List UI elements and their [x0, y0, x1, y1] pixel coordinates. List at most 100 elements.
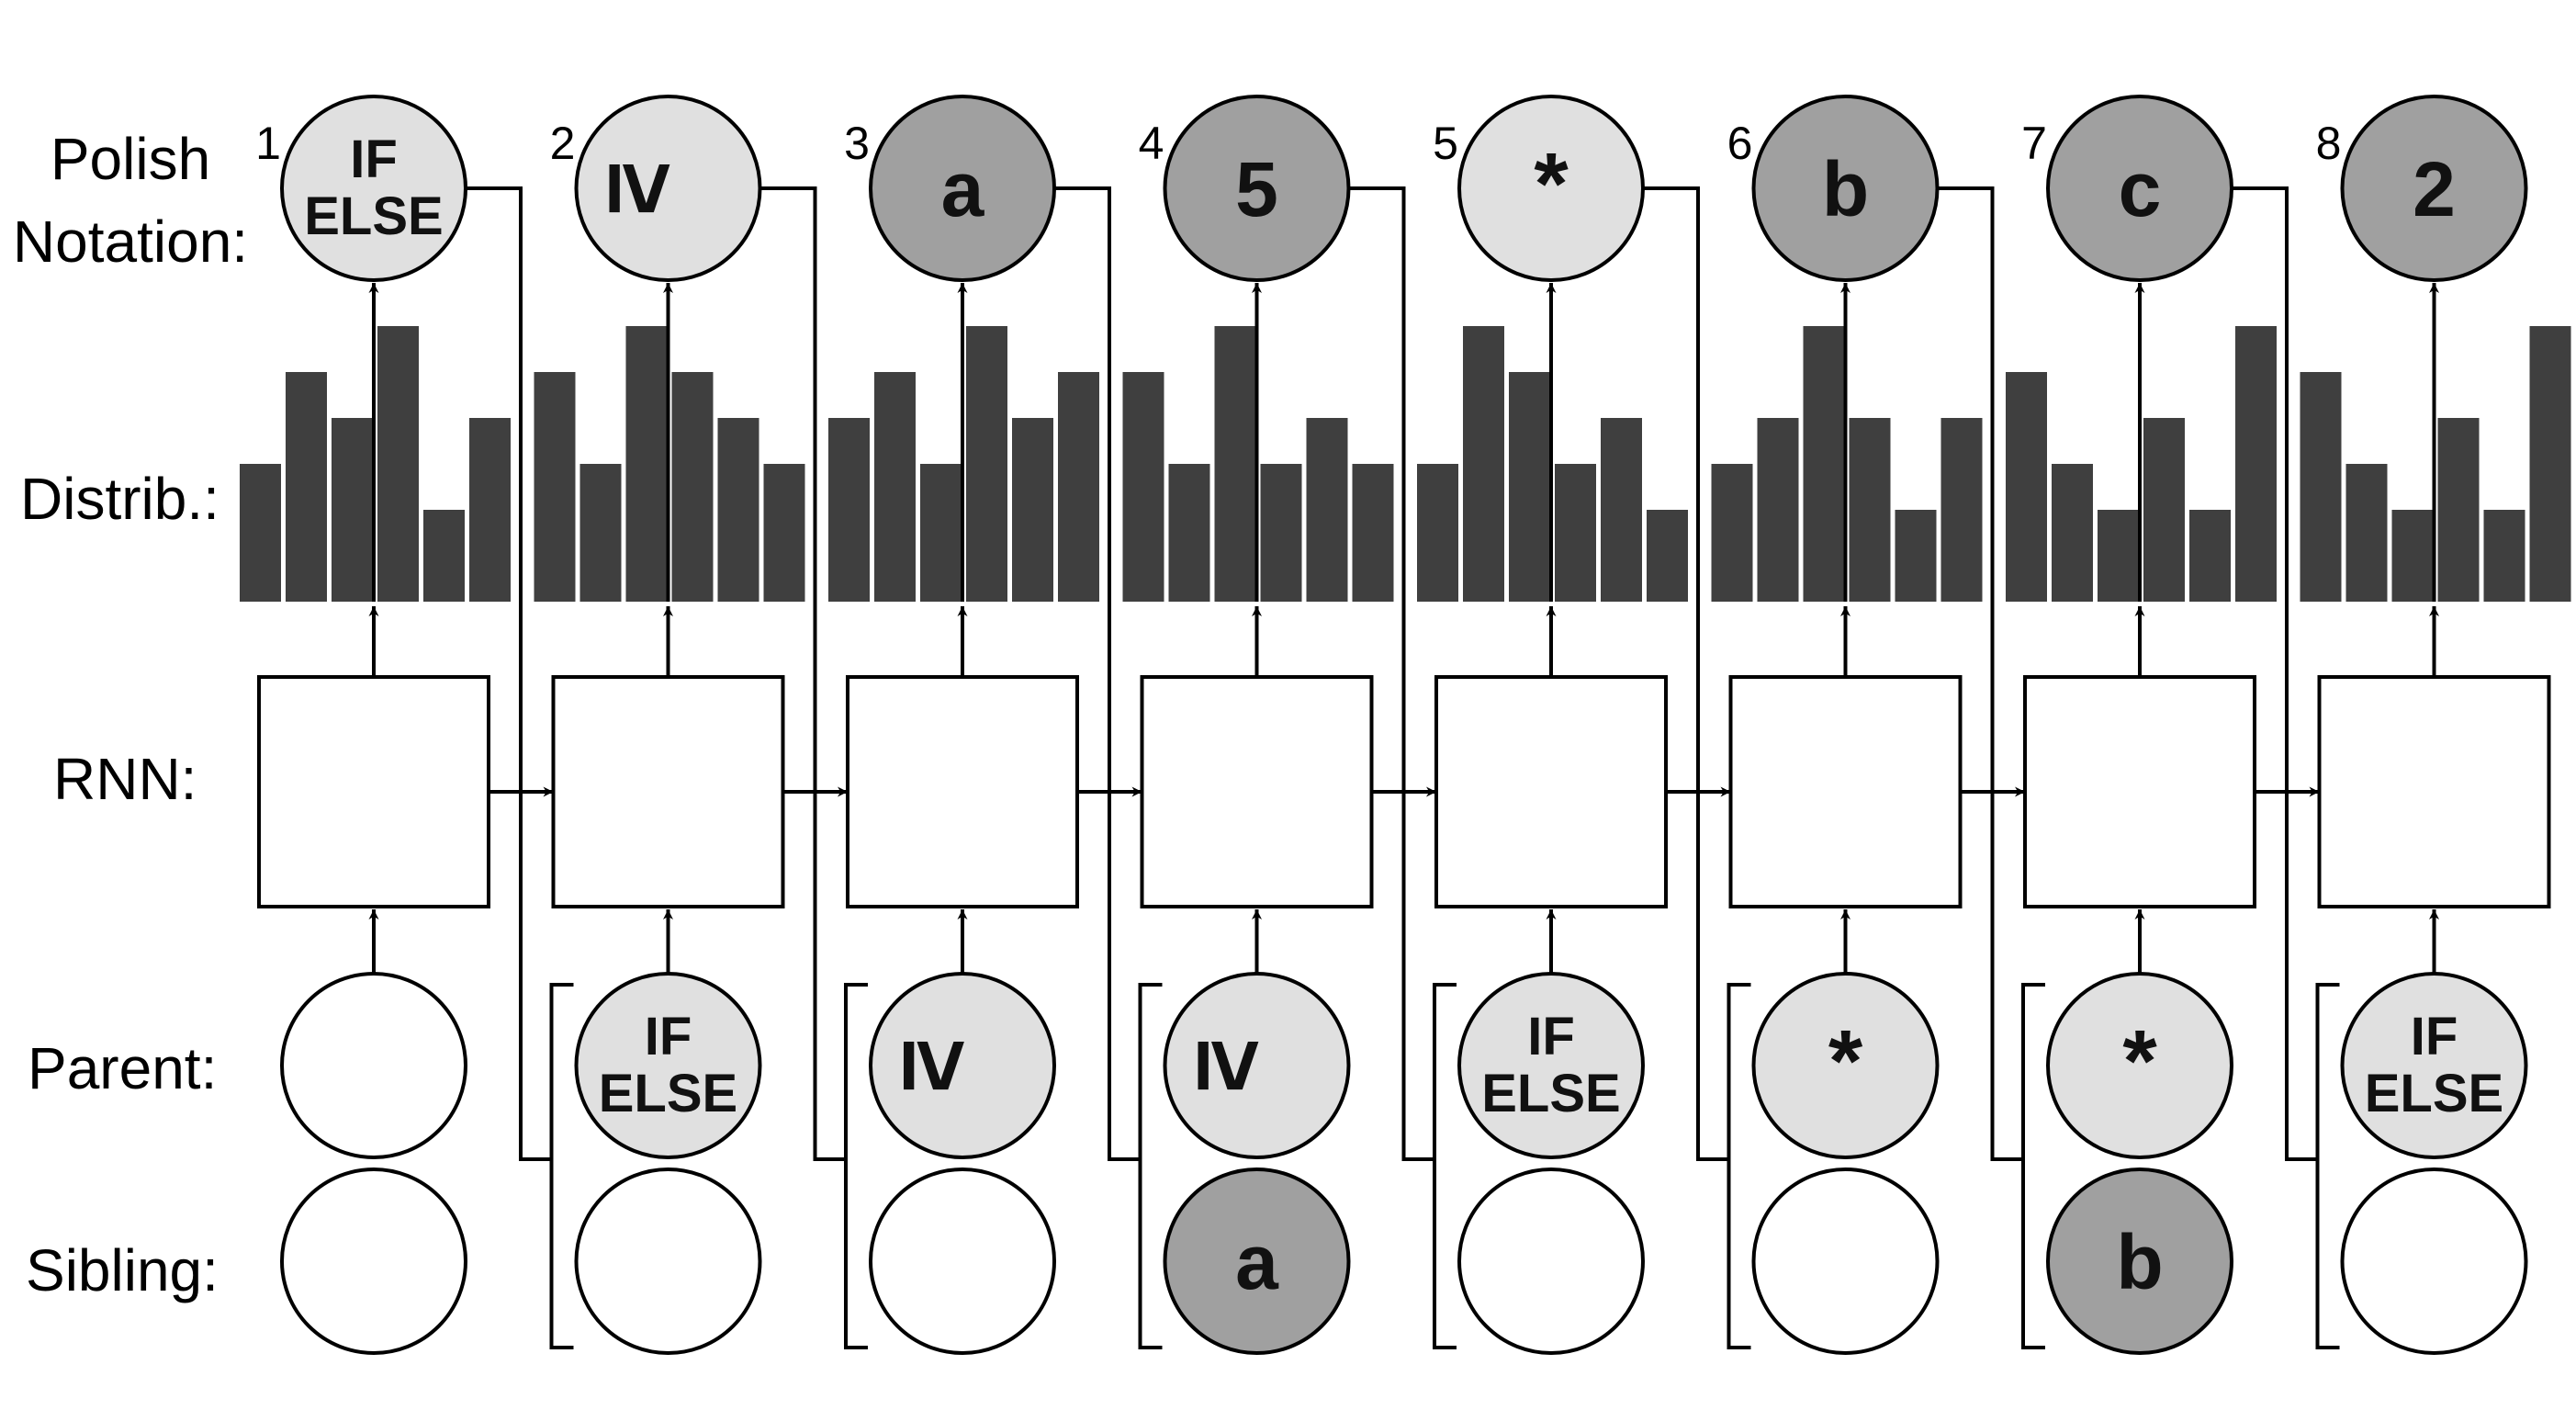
polish-notation-label-line1: Polish: [51, 126, 210, 192]
step-number: 5: [1433, 118, 1458, 169]
parent-token-label: ≥: [1177, 1039, 1284, 1091]
distribution-bar: [1601, 418, 1642, 602]
distribution-bar: [1849, 418, 1891, 602]
output-token-label: ≥: [589, 162, 695, 214]
parent-token-label: *: [1828, 1012, 1863, 1111]
token-feed-wire: [1348, 186, 1434, 1161]
distribution-bar: [1260, 464, 1302, 602]
rnn-cell: [257, 675, 490, 908]
distribution-bar: [2235, 326, 2277, 602]
distribution-bar: [2391, 510, 2434, 602]
parent-node: [574, 972, 762, 1159]
input-bracket: [1433, 983, 1457, 1349]
distribution-bar: [1214, 326, 1256, 602]
distribution-bar: [2143, 418, 2185, 602]
distribution-bar: [966, 326, 1007, 602]
output-token-node: [2340, 95, 2528, 282]
sibling-node: [280, 1167, 467, 1355]
distribution-bar: [1417, 464, 1458, 602]
output-token-label: *: [1534, 135, 1569, 233]
distribution-bar: [2529, 326, 2571, 602]
distribution-bar: [1168, 464, 1210, 602]
input-bracket: [2315, 983, 2340, 1349]
distribution-bar: [1895, 510, 1937, 602]
distribution-bar: [332, 418, 373, 602]
distribution-bar: [2052, 464, 2093, 602]
token-feed-wire: [466, 186, 552, 1161]
polish-notation-label-line2: Notation:: [13, 209, 248, 275]
step-number: 4: [1139, 118, 1164, 169]
parent-node: [280, 972, 467, 1159]
distribution-bar: [2345, 464, 2388, 602]
step-number: 1: [255, 118, 281, 169]
output-token-node: [1163, 95, 1351, 282]
sibling-token-label: a: [1235, 1219, 1279, 1305]
rnn-cell: [1434, 675, 1668, 908]
distribution-bar: [1058, 372, 1099, 602]
distribution-bar: [920, 464, 962, 602]
parent-node: [2046, 972, 2233, 1159]
input-bracket: [549, 983, 574, 1349]
token-feed-wire: [759, 186, 846, 1161]
distribution-bar: [579, 464, 622, 602]
parent-node: [1751, 972, 1940, 1159]
output-token-label: b: [1822, 146, 1869, 232]
time-step-6: 6 b *: [1711, 95, 1983, 1355]
sibling-node: [1163, 1167, 1351, 1355]
distribution-bar: [240, 464, 281, 602]
distribution-bar: [763, 464, 805, 602]
parent-label: Parent:: [28, 1035, 217, 1101]
rnn-cell: [2317, 675, 2551, 908]
distribution-bar: [534, 372, 576, 602]
parent-node: [2340, 972, 2528, 1159]
token-feed-wire: [2232, 186, 2318, 1161]
sibling-node: [2046, 1167, 2233, 1355]
distribution-bar: [2300, 372, 2342, 602]
step-number: 8: [2316, 118, 2342, 169]
step-number: 2: [550, 118, 576, 169]
sibling-node: [574, 1167, 762, 1355]
distribution-label: Distrib.:: [20, 466, 219, 532]
rnn-cell: [2023, 675, 2256, 908]
distribution-bar: [1803, 326, 1845, 602]
distribution-bar: [1757, 418, 1799, 602]
token-feed-wire: [1054, 186, 1141, 1161]
recurrent-connections: [466, 186, 2320, 1161]
sibling-token-label: b: [2116, 1219, 2163, 1305]
distribution-bar: [1940, 418, 1983, 602]
output-token-label: 5: [1235, 146, 1278, 232]
step-number: 6: [1727, 118, 1753, 169]
rnn-cell: [551, 675, 785, 908]
token-feed-wire: [1643, 186, 1729, 1161]
distribution-bar: [2437, 418, 2480, 602]
rnn-cell: [1728, 675, 1963, 908]
parent-node: [1163, 972, 1351, 1159]
parent-node: [1457, 972, 1645, 1159]
input-bracket: [1727, 983, 1751, 1349]
distribution-bar: [423, 510, 465, 602]
step-number: 7: [2021, 118, 2047, 169]
distribution-bar: [2189, 510, 2231, 602]
parent-token-label: *: [2122, 1012, 2157, 1111]
distribution-bar: [1647, 510, 1688, 602]
output-token-label: 2: [2413, 146, 2456, 232]
distribution-bar: [469, 418, 511, 602]
distribution-bar: [1306, 418, 1348, 602]
distribution-bar: [1463, 326, 1504, 602]
distribution-bar: [828, 418, 870, 602]
time-step-7: 7c*b: [2006, 95, 2277, 1355]
distribution-bar: [1122, 372, 1164, 602]
sibling-node: [869, 1167, 1056, 1355]
distribution-bar: [874, 372, 916, 602]
input-bracket: [844, 983, 868, 1349]
sibling-node: [1751, 1167, 1940, 1355]
rnn-label: RNN:: [53, 746, 197, 812]
rnn-cell: [846, 675, 1079, 908]
